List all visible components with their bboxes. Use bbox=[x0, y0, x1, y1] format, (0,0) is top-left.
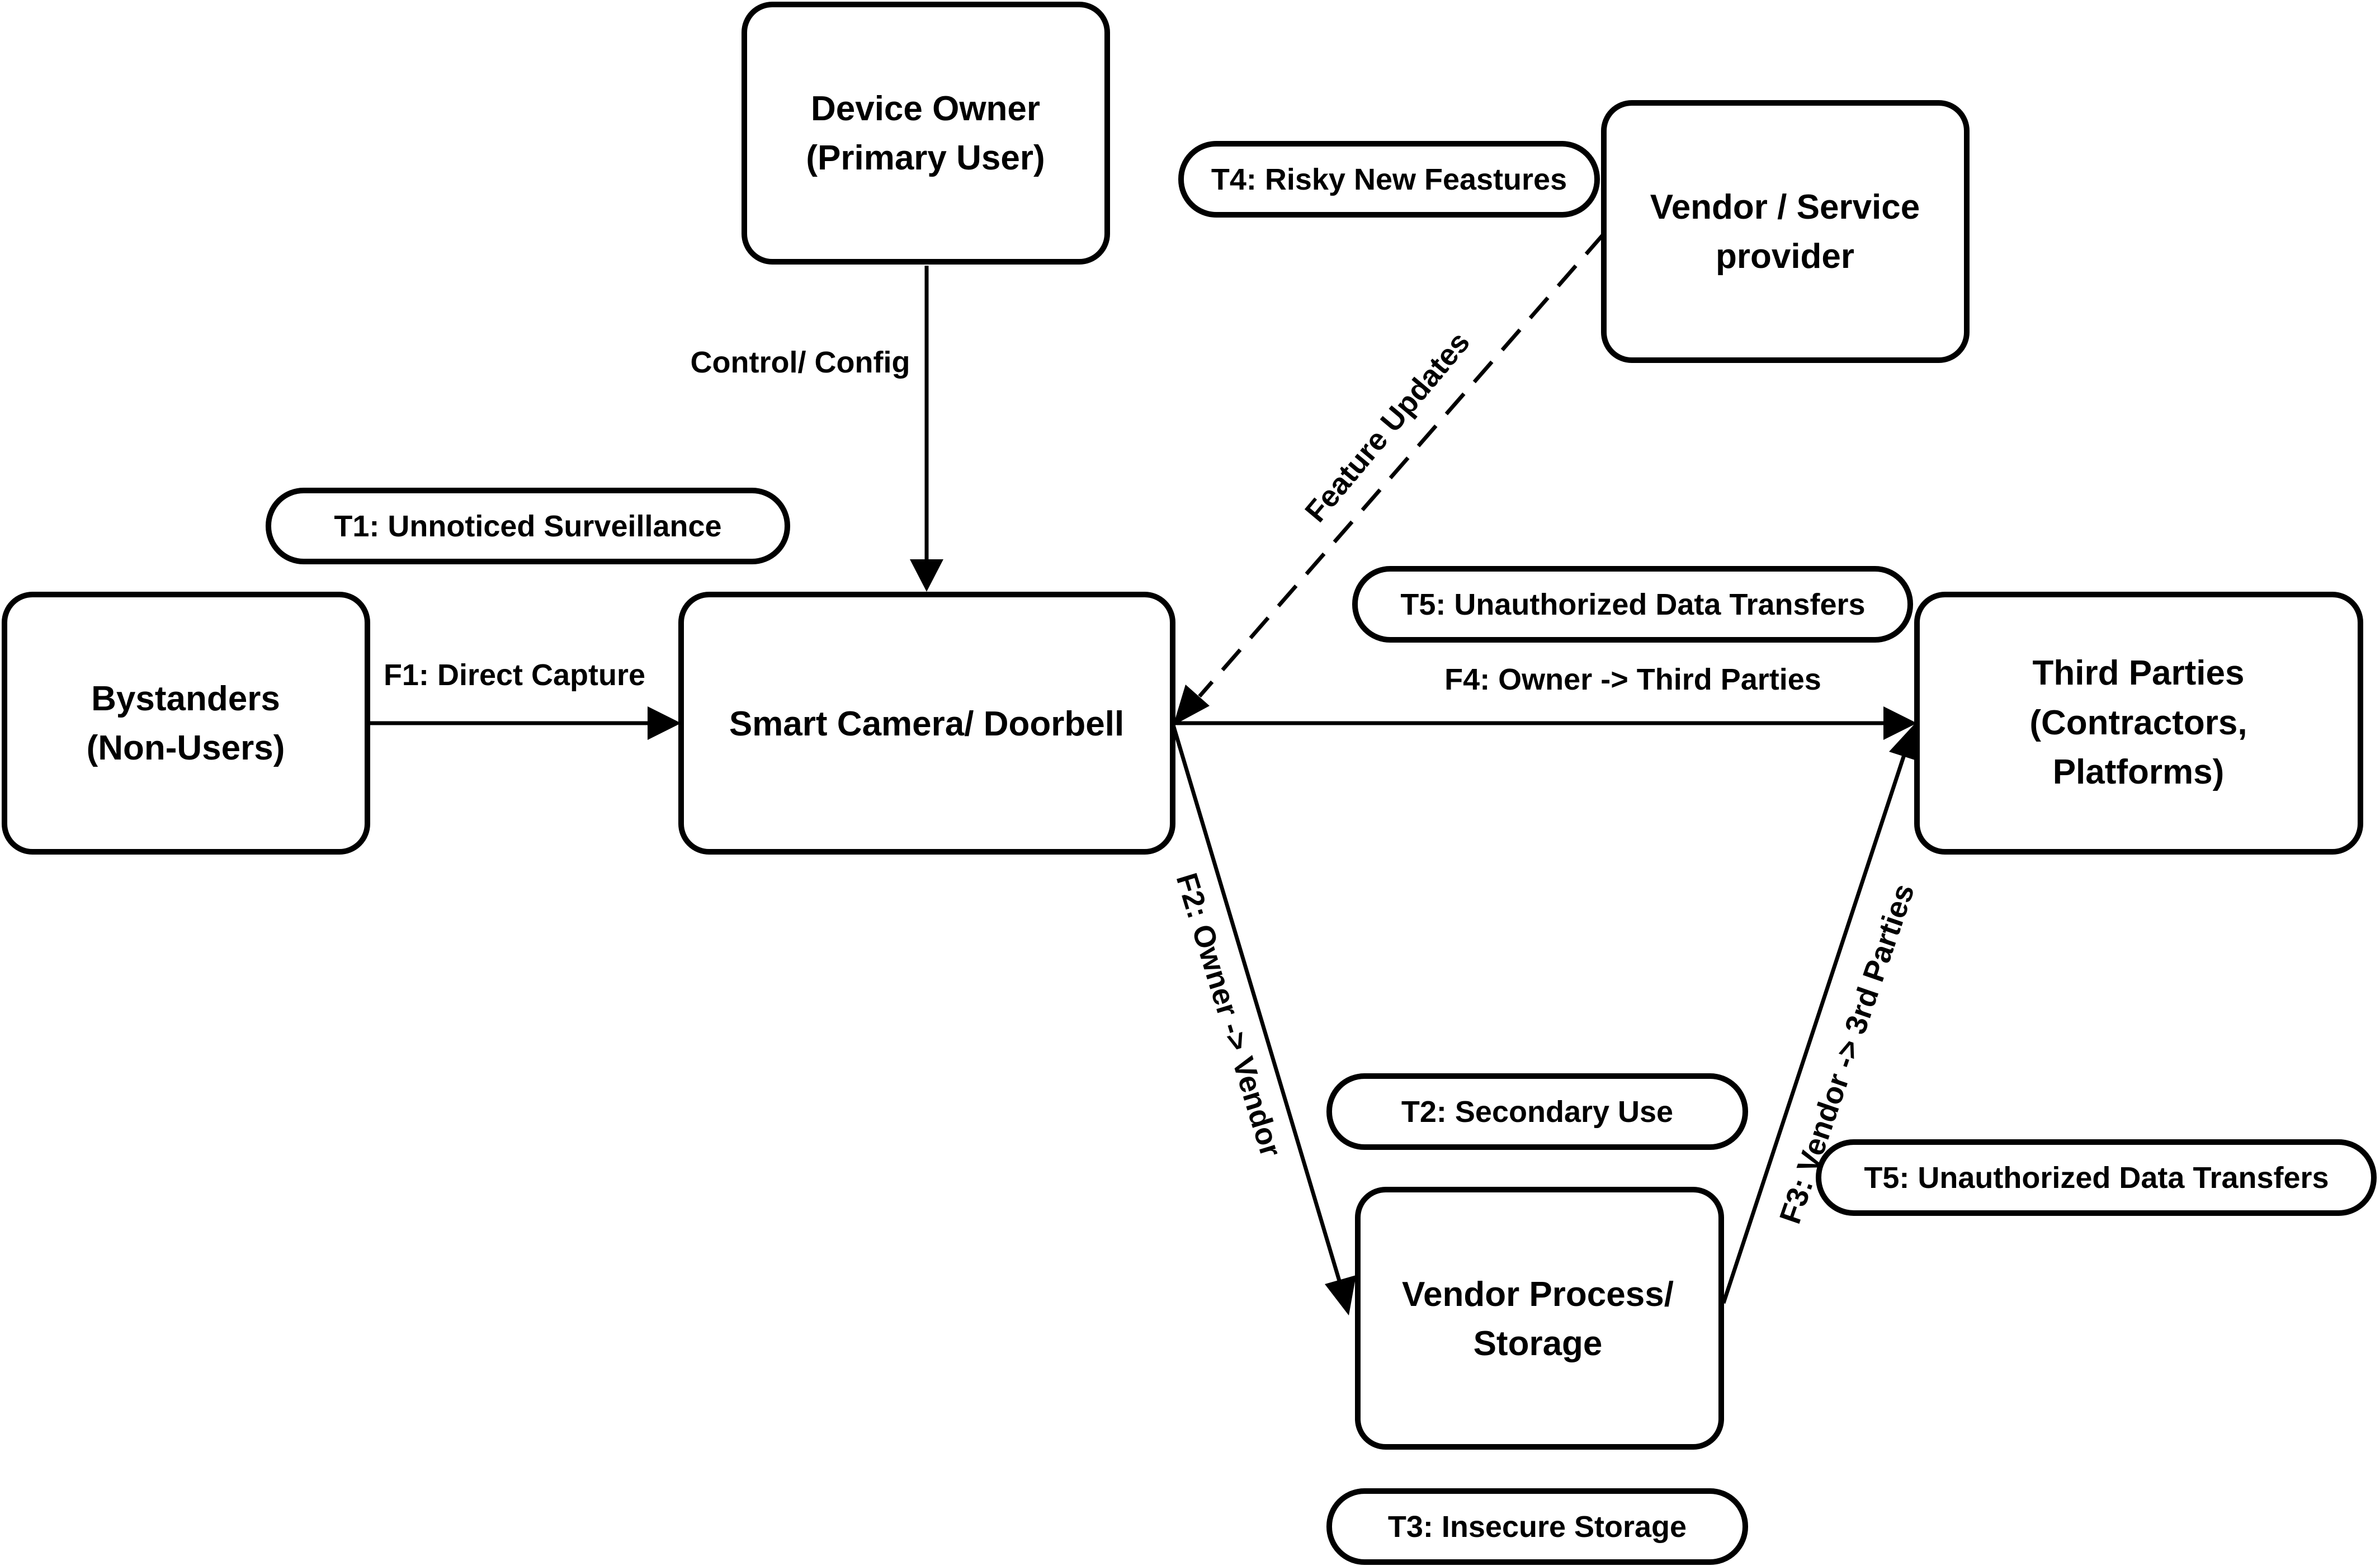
f4-owner-third-parties-label: F4: Owner -> Third Parties bbox=[1444, 663, 1821, 696]
vendor-service-provider-label-line1: Vendor / Service bbox=[1650, 188, 1920, 227]
feature-updates-arrow bbox=[1173, 232, 1605, 725]
threat-t5-top-pill: T5: Unauthorized Data Transfers bbox=[1352, 566, 1913, 643]
vendor-process-storage-node: Vendor Process/ Storage bbox=[1355, 1187, 1724, 1450]
feature-updates-label: Feature Updates bbox=[1298, 326, 1476, 529]
threat-t5-top-label: T5: Unauthorized Data Transfers bbox=[1400, 588, 1865, 621]
threat-t1-label: T1: Unnoticed Surveillance bbox=[334, 510, 721, 543]
f2-owner-vendor-arrow bbox=[1170, 722, 1356, 1315]
threat-t2-label: T2: Secondary Use bbox=[1401, 1095, 1673, 1129]
f4-owner-third-parties-arrow bbox=[1173, 706, 1917, 740]
threat-t4-label: T4: Risky New Feastures bbox=[1211, 163, 1567, 196]
threat-t5-right-pill: T5: Unauthorized Data Transfers bbox=[1816, 1139, 2377, 1216]
threat-t3-label: T3: Insecure Storage bbox=[1388, 1510, 1687, 1544]
bystanders-label-line2: (Non-Users) bbox=[87, 729, 285, 767]
f1-direct-capture-arrow bbox=[367, 706, 681, 740]
third-parties-node: Third Parties (Contractors, Platforms) bbox=[1914, 592, 2363, 855]
control-config-arrow bbox=[910, 266, 943, 592]
smart-camera-label: Smart Camera/ Doorbell bbox=[729, 705, 1124, 743]
vendor-process-label-line2: Storage bbox=[1474, 1324, 1603, 1363]
vendor-service-provider-label-line2: provider bbox=[1716, 237, 1854, 276]
bystanders-node: Bystanders (Non-Users) bbox=[2, 592, 370, 855]
third-parties-label-line3: Platforms) bbox=[2053, 753, 2225, 791]
bystanders-label-line1: Bystanders bbox=[91, 680, 280, 718]
vendor-service-provider-node: Vendor / Service provider bbox=[1601, 100, 1970, 363]
device-owner-node: Device Owner (Primary User) bbox=[742, 2, 1110, 265]
threat-t3-pill: T3: Insecure Storage bbox=[1326, 1488, 1748, 1565]
threat-t4-pill: T4: Risky New Feastures bbox=[1178, 141, 1600, 218]
third-parties-label-line1: Third Parties bbox=[2033, 654, 2245, 692]
device-owner-label-line2: (Primary User) bbox=[806, 139, 1045, 177]
vendor-process-label-line1: Vendor Process/ bbox=[1402, 1275, 1674, 1314]
device-owner-label-line1: Device Owner bbox=[811, 89, 1040, 128]
control-config-label: Control/ Config bbox=[691, 346, 910, 379]
threat-t2-pill: T2: Secondary Use bbox=[1326, 1073, 1748, 1150]
third-parties-label-line2: (Contractors, bbox=[2029, 704, 2247, 742]
smart-camera-node: Smart Camera/ Doorbell bbox=[678, 592, 1175, 855]
threat-t5-right-label: T5: Unauthorized Data Transfers bbox=[1864, 1161, 2329, 1195]
threat-t1-pill: T1: Unnoticed Surveillance bbox=[266, 488, 790, 564]
f1-direct-capture-label: F1: Direct Capture bbox=[384, 658, 645, 692]
f3-vendor-third-parties-arrow bbox=[1721, 723, 1920, 1304]
